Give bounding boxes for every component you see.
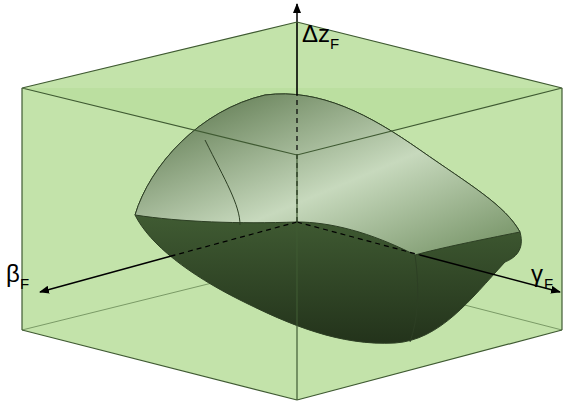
axis-subscript: F — [544, 276, 553, 291]
axis-label: Δz — [302, 22, 330, 46]
axis-subscript: F — [330, 36, 339, 51]
axis-label: γ — [531, 262, 543, 286]
axis-label: β — [6, 262, 20, 286]
axis-subscript: F — [20, 276, 29, 291]
